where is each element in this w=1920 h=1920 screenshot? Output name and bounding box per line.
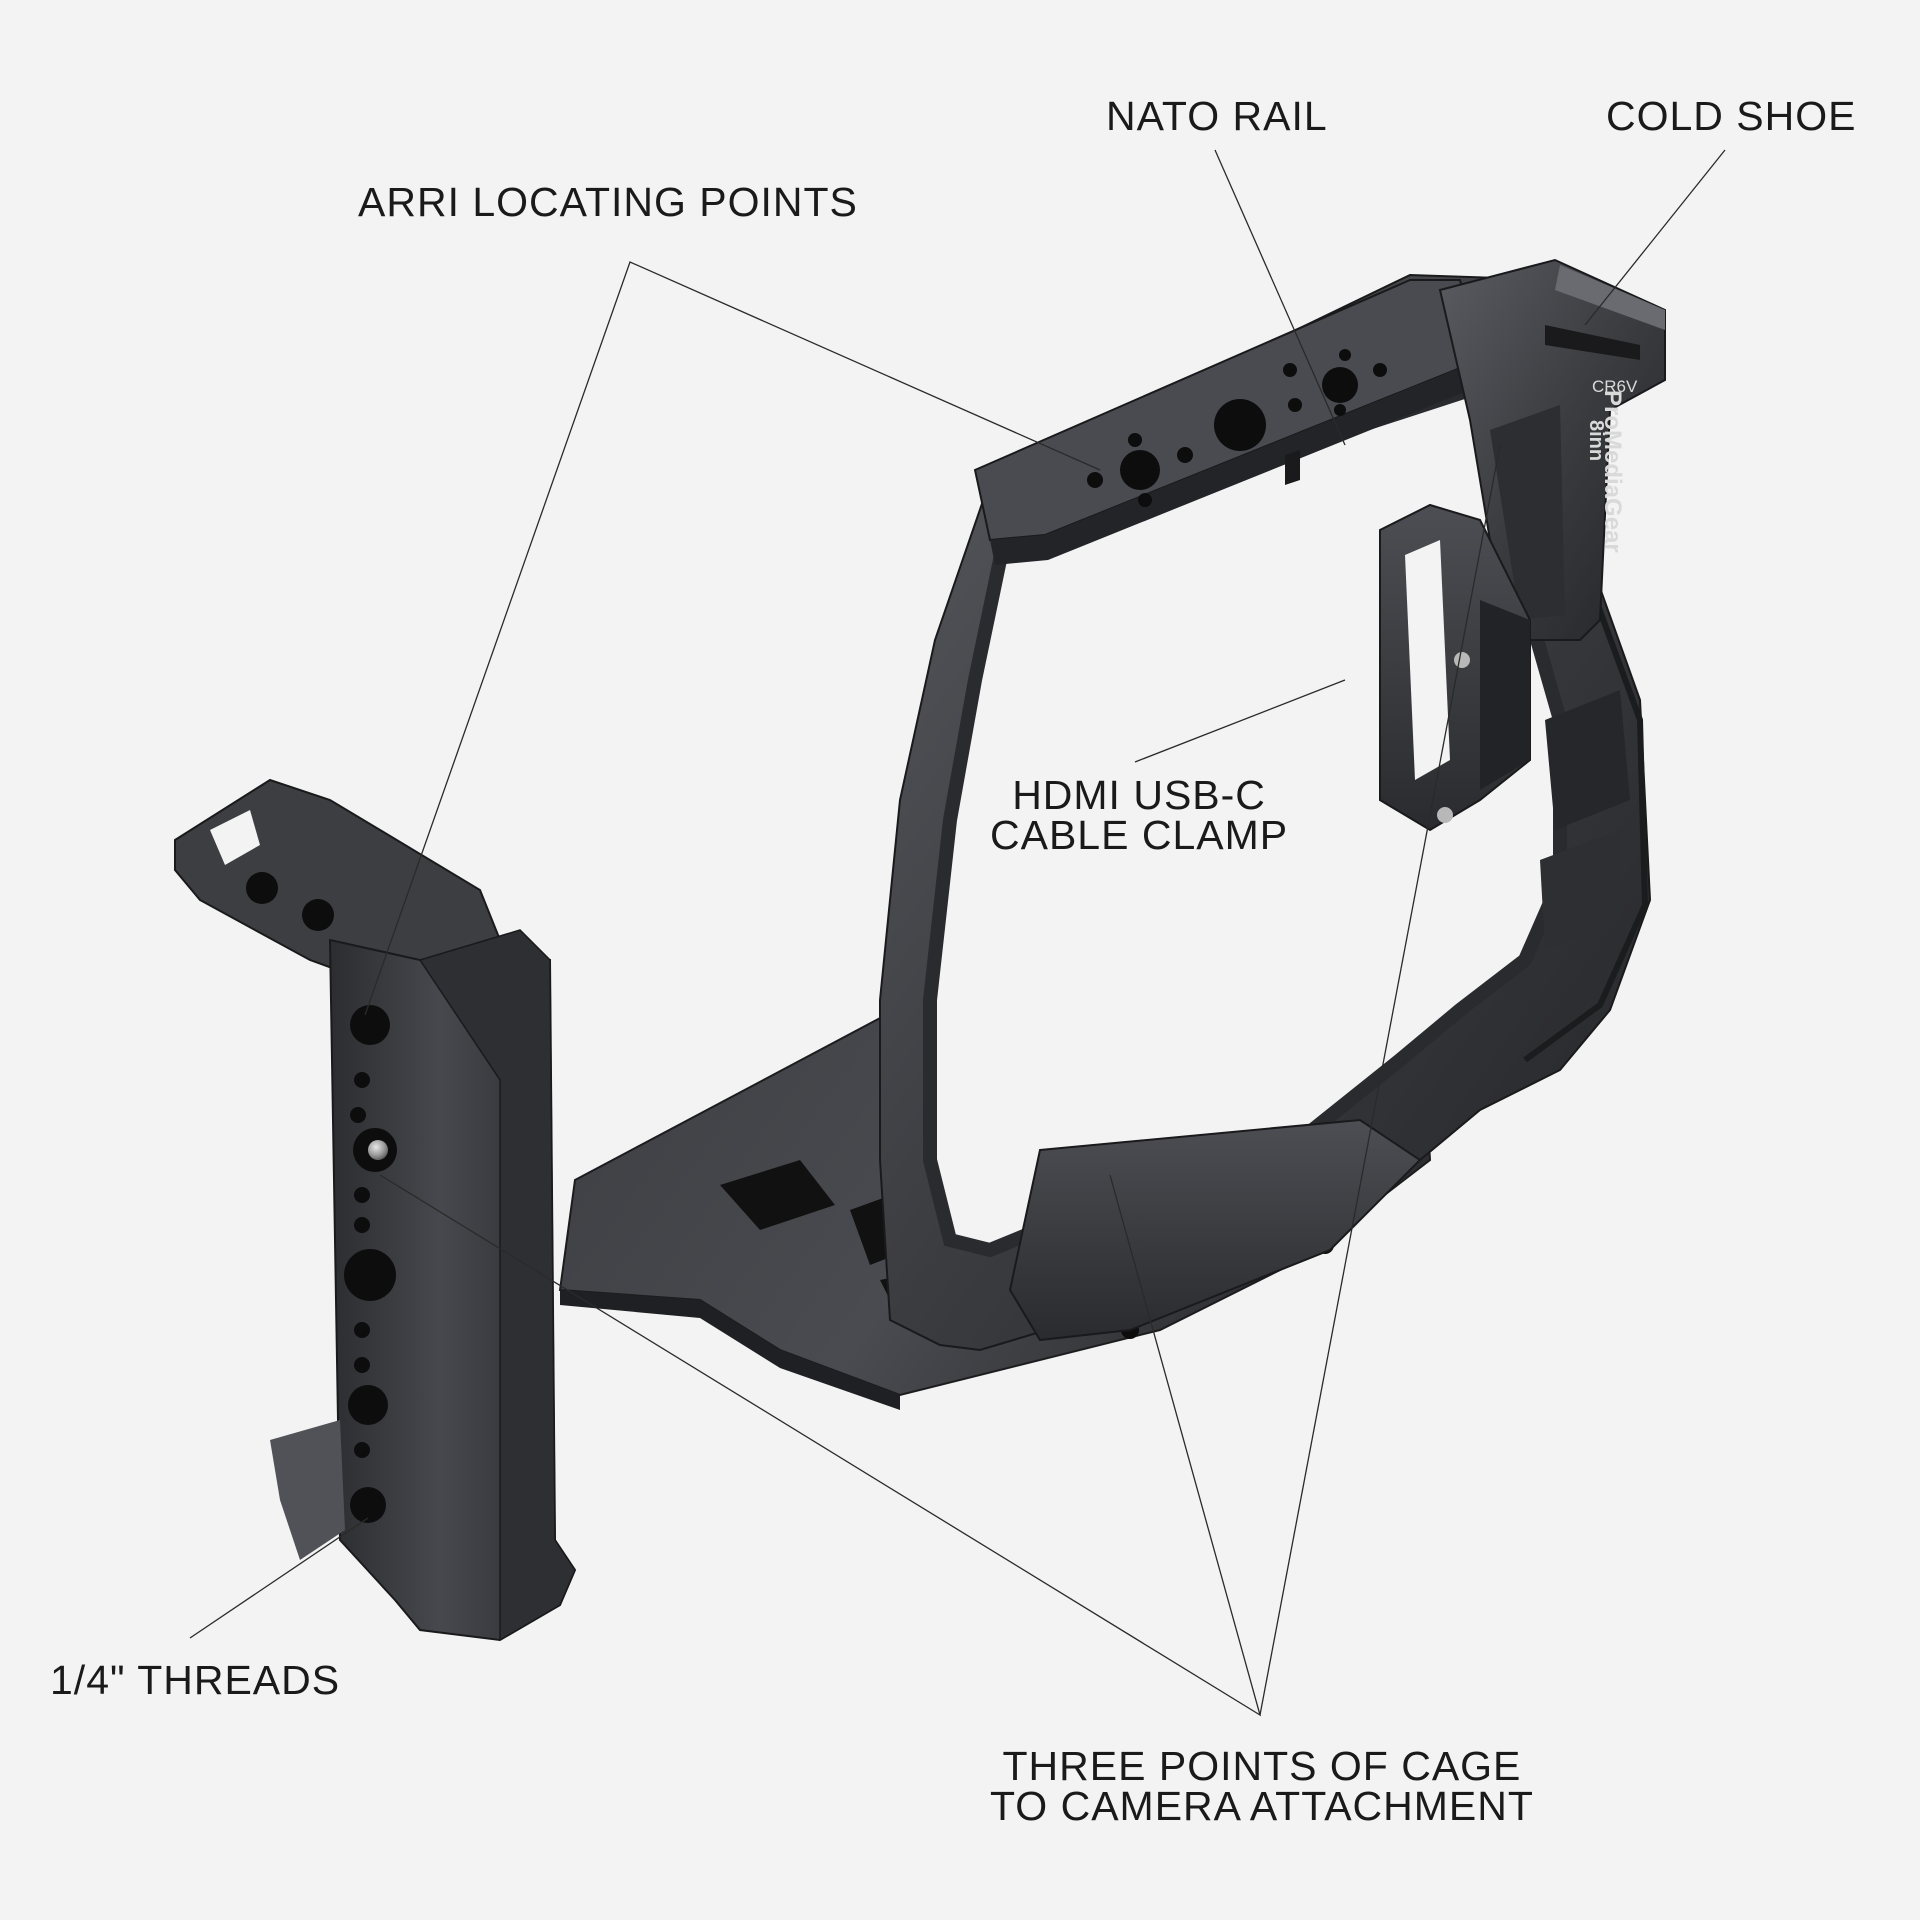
label-cable-clamp: HDMI USB-C CABLE CLAMP [990, 772, 1289, 858]
label-arri-locating-points: ARRI LOCATING POINTS [358, 179, 858, 225]
label-quarter-threads: 1/4" THREADS [50, 1657, 341, 1703]
logo-engraving: 8inn [1585, 420, 1607, 461]
leader-nato-rail [1214, 149, 1346, 446]
label-arri-text: ARRI LOCATING POINTS [358, 179, 858, 225]
label-nato-rail-text: NATO RAIL [1106, 93, 1328, 139]
callout-leaders [189, 149, 1726, 1717]
brand-engraving: ProMediaGear [1599, 390, 1626, 553]
label-three-points: THREE POINTS OF CAGE TO CAMERA ATTACHMEN… [990, 1743, 1534, 1829]
side-handle [174, 778, 577, 1642]
label-three-points-line2: TO CAMERA ATTACHMENT [990, 1783, 1534, 1829]
label-cable-clamp-line2: CABLE CLAMP [990, 812, 1289, 858]
label-three-points-line1: THREE POINTS OF CAGE [1002, 1743, 1522, 1789]
label-cold-shoe: COLD SHOE [1606, 93, 1857, 139]
leader-attachment-b [1259, 444, 1501, 1716]
label-nato-rail: NATO RAIL [1106, 93, 1328, 139]
label-cold-shoe-text: COLD SHOE [1606, 93, 1857, 139]
leader-arri-locating-points [364, 261, 1101, 1016]
top-rail [973, 279, 1482, 565]
label-quarter-threads-text: 1/4" THREADS [50, 1657, 341, 1703]
model-engraving: CR6V [1592, 377, 1638, 396]
leader-cold-shoe [1584, 149, 1726, 326]
leader-quarter-threads [189, 1517, 369, 1639]
label-cable-clamp-line1: HDMI USB-C [1012, 772, 1266, 818]
cold-shoe-block: ProMediaGear CR6V 8inn [1438, 258, 1666, 641]
leader-cable-clamp [1134, 679, 1346, 763]
cable-clamp [1379, 503, 1531, 832]
